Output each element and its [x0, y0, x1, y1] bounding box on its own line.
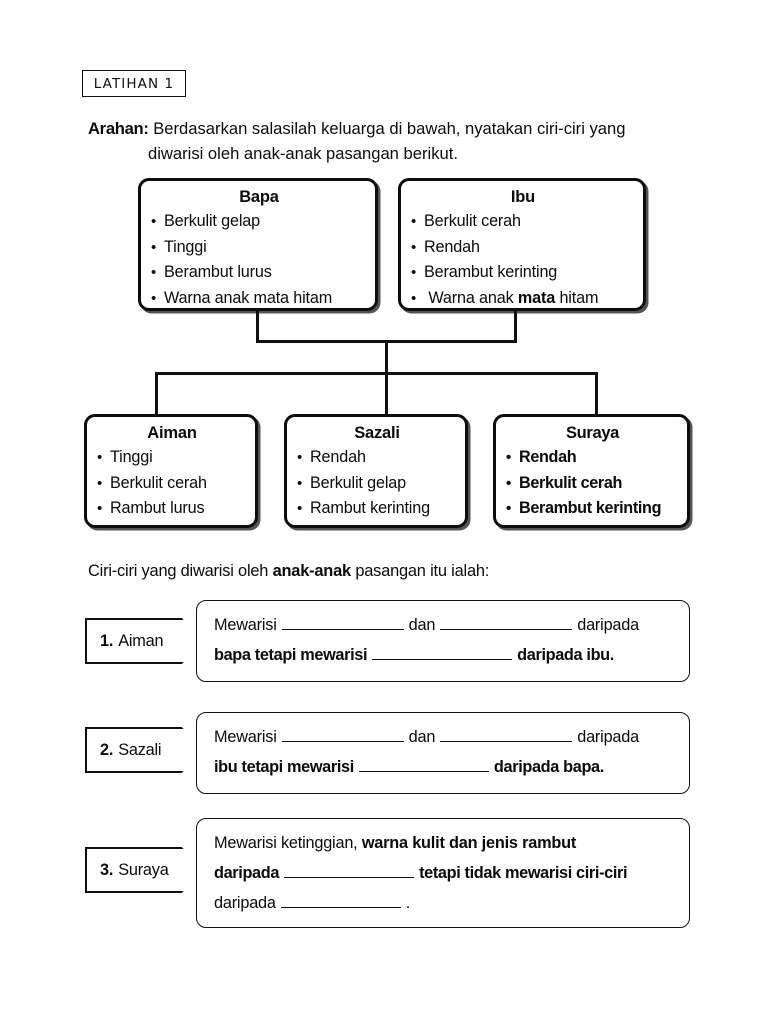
answer-line: daripada. — [214, 888, 673, 918]
trait-item: Berambut kerinting — [506, 496, 679, 522]
tree-box-ibu-title: Ibu — [510, 188, 536, 206]
answer-blank[interactable] — [372, 646, 513, 660]
answer-text: daripada — [214, 894, 276, 912]
answer-blank[interactable] — [358, 758, 489, 772]
exercise-tag: LATIHAN 1 — [82, 70, 186, 97]
connector-suraya-drop — [595, 372, 598, 415]
answer-tag-name: Suraya — [118, 860, 169, 879]
trait-item: Tinggi — [97, 445, 247, 471]
answer-tag-sazali: 2. Sazali — [85, 727, 203, 773]
trait-item: Rendah — [411, 235, 635, 261]
answer-text: daripada — [577, 728, 639, 746]
trait-item: Warna anak mata hitam — [151, 286, 367, 312]
tree-box-sazali: Sazali Rendah Berkulit gelap Rambut keri… — [284, 414, 468, 528]
answers-heading-part3: pasangan itu ialah: — [350, 562, 490, 580]
answer-text: Mewarisi — [214, 616, 277, 634]
trait-text-post: hitam — [555, 288, 599, 307]
connector-bapa-drop — [256, 311, 259, 342]
instruction-line-2: diwarisi oleh anak-anak pasangan berikut… — [148, 144, 458, 163]
tree-box-suraya-title: Suraya — [566, 424, 619, 442]
tree-box-aiman-title: Aiman — [147, 424, 197, 442]
connector-sazali-drop — [385, 372, 388, 415]
trait-item: Berambut kerinting — [411, 260, 635, 286]
answer-tag-name: Sazali — [118, 740, 162, 759]
answer-box-suraya[interactable]: Mewarisi ketinggian, warna kulit dan jen… — [196, 818, 690, 928]
answer-line: Mewarisi dan daripada — [214, 610, 673, 640]
answers-heading-part2: anak-anak — [272, 562, 352, 580]
answer-text: daripada bapa. — [493, 758, 604, 776]
answer-tag-number: 2. — [100, 740, 114, 759]
connector-children-bar — [155, 372, 598, 375]
answer-box-aiman[interactable]: Mewarisi dan daripada bapa tetapi mewarisi… — [196, 600, 690, 682]
trait-item: Berkulit gelap — [297, 471, 457, 497]
trait-item: Rendah — [506, 445, 679, 471]
answer-blank[interactable] — [281, 728, 404, 742]
answer-line: Mewarisi ketinggian, warna kulit dan jen… — [214, 828, 673, 858]
instruction-label: Arahan: — [88, 119, 149, 138]
answer-blank[interactable] — [284, 864, 415, 878]
answer-box-sazali[interactable]: Mewarisi dan daripada ibu tetapi mewarisi d… — [196, 712, 690, 794]
answer-text: dan — [408, 728, 436, 746]
tree-box-ibu-traits: Berkulit cerah Rendah Berambut kerinting… — [411, 209, 635, 311]
answer-text-emphasis: warna kulit dan jenis rambut — [361, 834, 577, 852]
answer-text: Mewarisi ketinggian, — [214, 834, 362, 852]
answer-blank[interactable] — [440, 728, 573, 742]
trait-item: Tinggi — [151, 235, 367, 261]
answer-blank[interactable] — [281, 616, 404, 630]
answer-tag-number: 3. — [100, 860, 114, 879]
answer-blank[interactable] — [440, 616, 573, 630]
answer-text: tetapi tidak mewarisi ciri-ciri — [419, 864, 628, 882]
trait-item: Rambut kerinting — [297, 496, 457, 522]
answer-line: bapa tetapi mewarisi daripada ibu. — [214, 640, 673, 670]
tree-box-aiman-traits: Tinggi Berkulit cerah Rambut lurus — [97, 445, 247, 522]
tree-box-suraya: Suraya Rendah Berkulit cerah Berambut ke… — [493, 414, 690, 528]
answer-line: Mewarisi dan daripada — [214, 722, 673, 752]
connector-aiman-drop — [155, 372, 158, 415]
tree-box-bapa-traits: Berkulit gelap Tinggi Berambut lurus War… — [151, 209, 367, 311]
tree-box-aiman: Aiman Tinggi Berkulit cerah Rambut lurus — [84, 414, 258, 528]
answer-text: daripada — [214, 864, 280, 882]
answer-text: bapa tetapi mewarisi — [214, 646, 368, 664]
answer-text: dan — [408, 616, 436, 634]
answer-tag-number: 1. — [100, 631, 114, 650]
tree-box-bapa: Bapa Berkulit gelap Tinggi Berambut luru… — [138, 178, 378, 311]
answers-heading: Ciri-ciri yang diwarisi oleh anak-anak p… — [88, 562, 489, 581]
tree-box-bapa-title: Bapa — [239, 188, 279, 206]
trait-item: Berkulit cerah — [411, 209, 635, 235]
answers-heading-part1: Ciri-ciri yang diwarisi oleh — [88, 562, 273, 580]
answer-text: daripada ibu. — [517, 646, 614, 664]
answer-line: daripada tetapi tidak mewarisi ciri-ciri — [214, 858, 673, 888]
tree-box-ibu: Ibu Berkulit cerah Rendah Berambut kerin… — [398, 178, 646, 311]
trait-item: Berkulit cerah — [97, 471, 247, 497]
tree-box-suraya-traits: Rendah Berkulit cerah Berambut kerinting — [506, 445, 679, 522]
trait-item: Berambut lurus — [151, 260, 367, 286]
tree-box-sazali-title: Sazali — [354, 424, 400, 442]
answer-tag-name: Aiman — [118, 631, 164, 650]
connector-trunk — [385, 340, 388, 374]
answer-text: daripada — [577, 616, 639, 634]
answer-text: . — [405, 894, 411, 912]
answer-text: Mewarisi — [214, 728, 277, 746]
trait-item: Warna anak mata hitam — [411, 286, 635, 312]
trait-item: Berkulit cerah — [506, 471, 679, 497]
connector-ibu-drop — [514, 311, 517, 342]
tree-box-sazali-traits: Rendah Berkulit gelap Rambut kerinting — [297, 445, 457, 522]
answer-line: ibu tetapi mewarisi daripada bapa. — [214, 752, 673, 782]
exercise-tag-label: LATIHAN 1 — [93, 75, 175, 92]
trait-text-pre: Warna anak — [428, 288, 518, 307]
trait-item: Rendah — [297, 445, 457, 471]
answer-tag-aiman: 1. Aiman — [85, 618, 203, 664]
instruction-block: Arahan: Berdasarkan salasilah keluarga d… — [88, 116, 698, 166]
trait-emphasis: mata — [517, 288, 556, 307]
answer-tag-suraya: 3. Suraya — [85, 847, 203, 893]
trait-item: Berkulit gelap — [151, 209, 367, 235]
answer-text: ibu tetapi mewarisi — [214, 758, 354, 776]
answer-blank[interactable] — [280, 894, 401, 908]
instruction-line-1: Berdasarkan salasilah keluarga di bawah,… — [153, 119, 626, 138]
trait-item: Rambut lurus — [97, 496, 247, 522]
